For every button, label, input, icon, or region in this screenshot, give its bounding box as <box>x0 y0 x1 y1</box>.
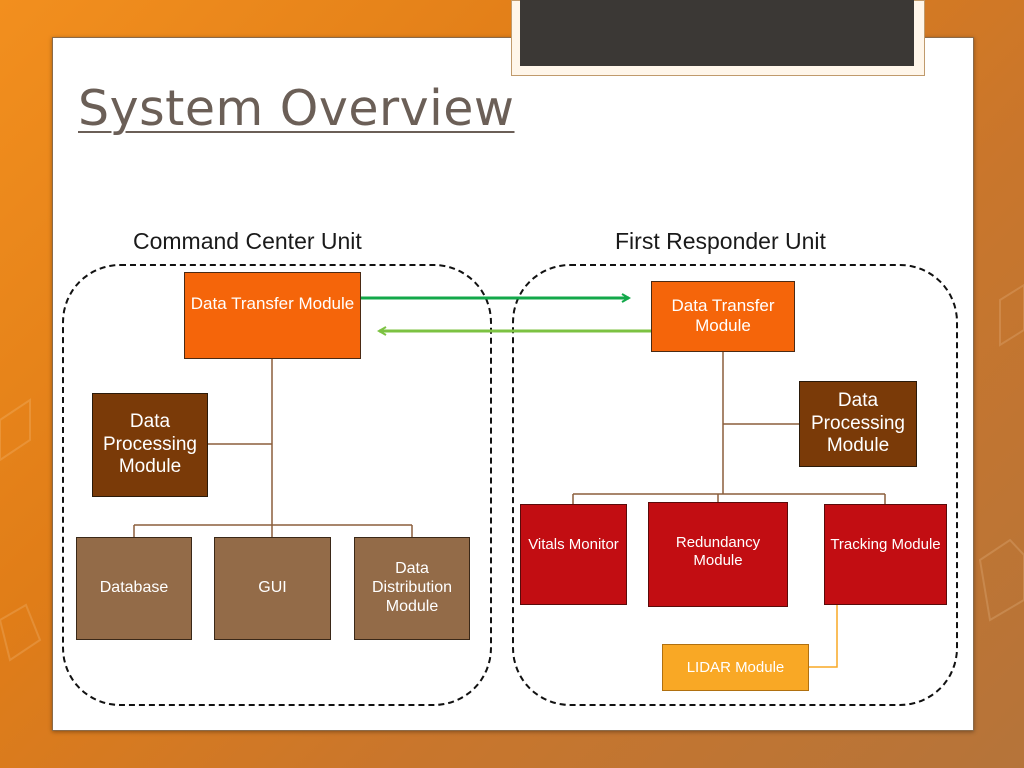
decorative-dark-panel <box>520 0 914 66</box>
first-responder-unit-label: First Responder Unit <box>615 228 826 254</box>
cc-data-processing-module: Data Processing Module <box>92 393 208 497</box>
first-responder-unit-boundary <box>512 264 958 706</box>
fr-lidar-module: LIDAR Module <box>662 644 809 691</box>
fr-data-transfer-module: Data Transfer Module <box>651 281 795 352</box>
fr-redundancy-module: Redundancy Module <box>648 502 788 607</box>
fr-vitals-monitor-module: Vitals Monitor <box>520 504 627 605</box>
command-center-unit-label: Command Center Unit <box>133 228 362 254</box>
cc-data-transfer-module: Data Transfer Module <box>184 272 361 359</box>
page-title: System Overview <box>78 80 515 137</box>
fr-tracking-module: Tracking Module <box>824 504 947 605</box>
command-center-unit-boundary <box>62 264 492 706</box>
cc-database-module: Database <box>76 537 192 640</box>
fr-data-processing-module: Data Processing Module <box>799 381 917 467</box>
cc-data-distribution-module: Data Distribution Module <box>354 537 470 640</box>
cc-gui-module: GUI <box>214 537 331 640</box>
